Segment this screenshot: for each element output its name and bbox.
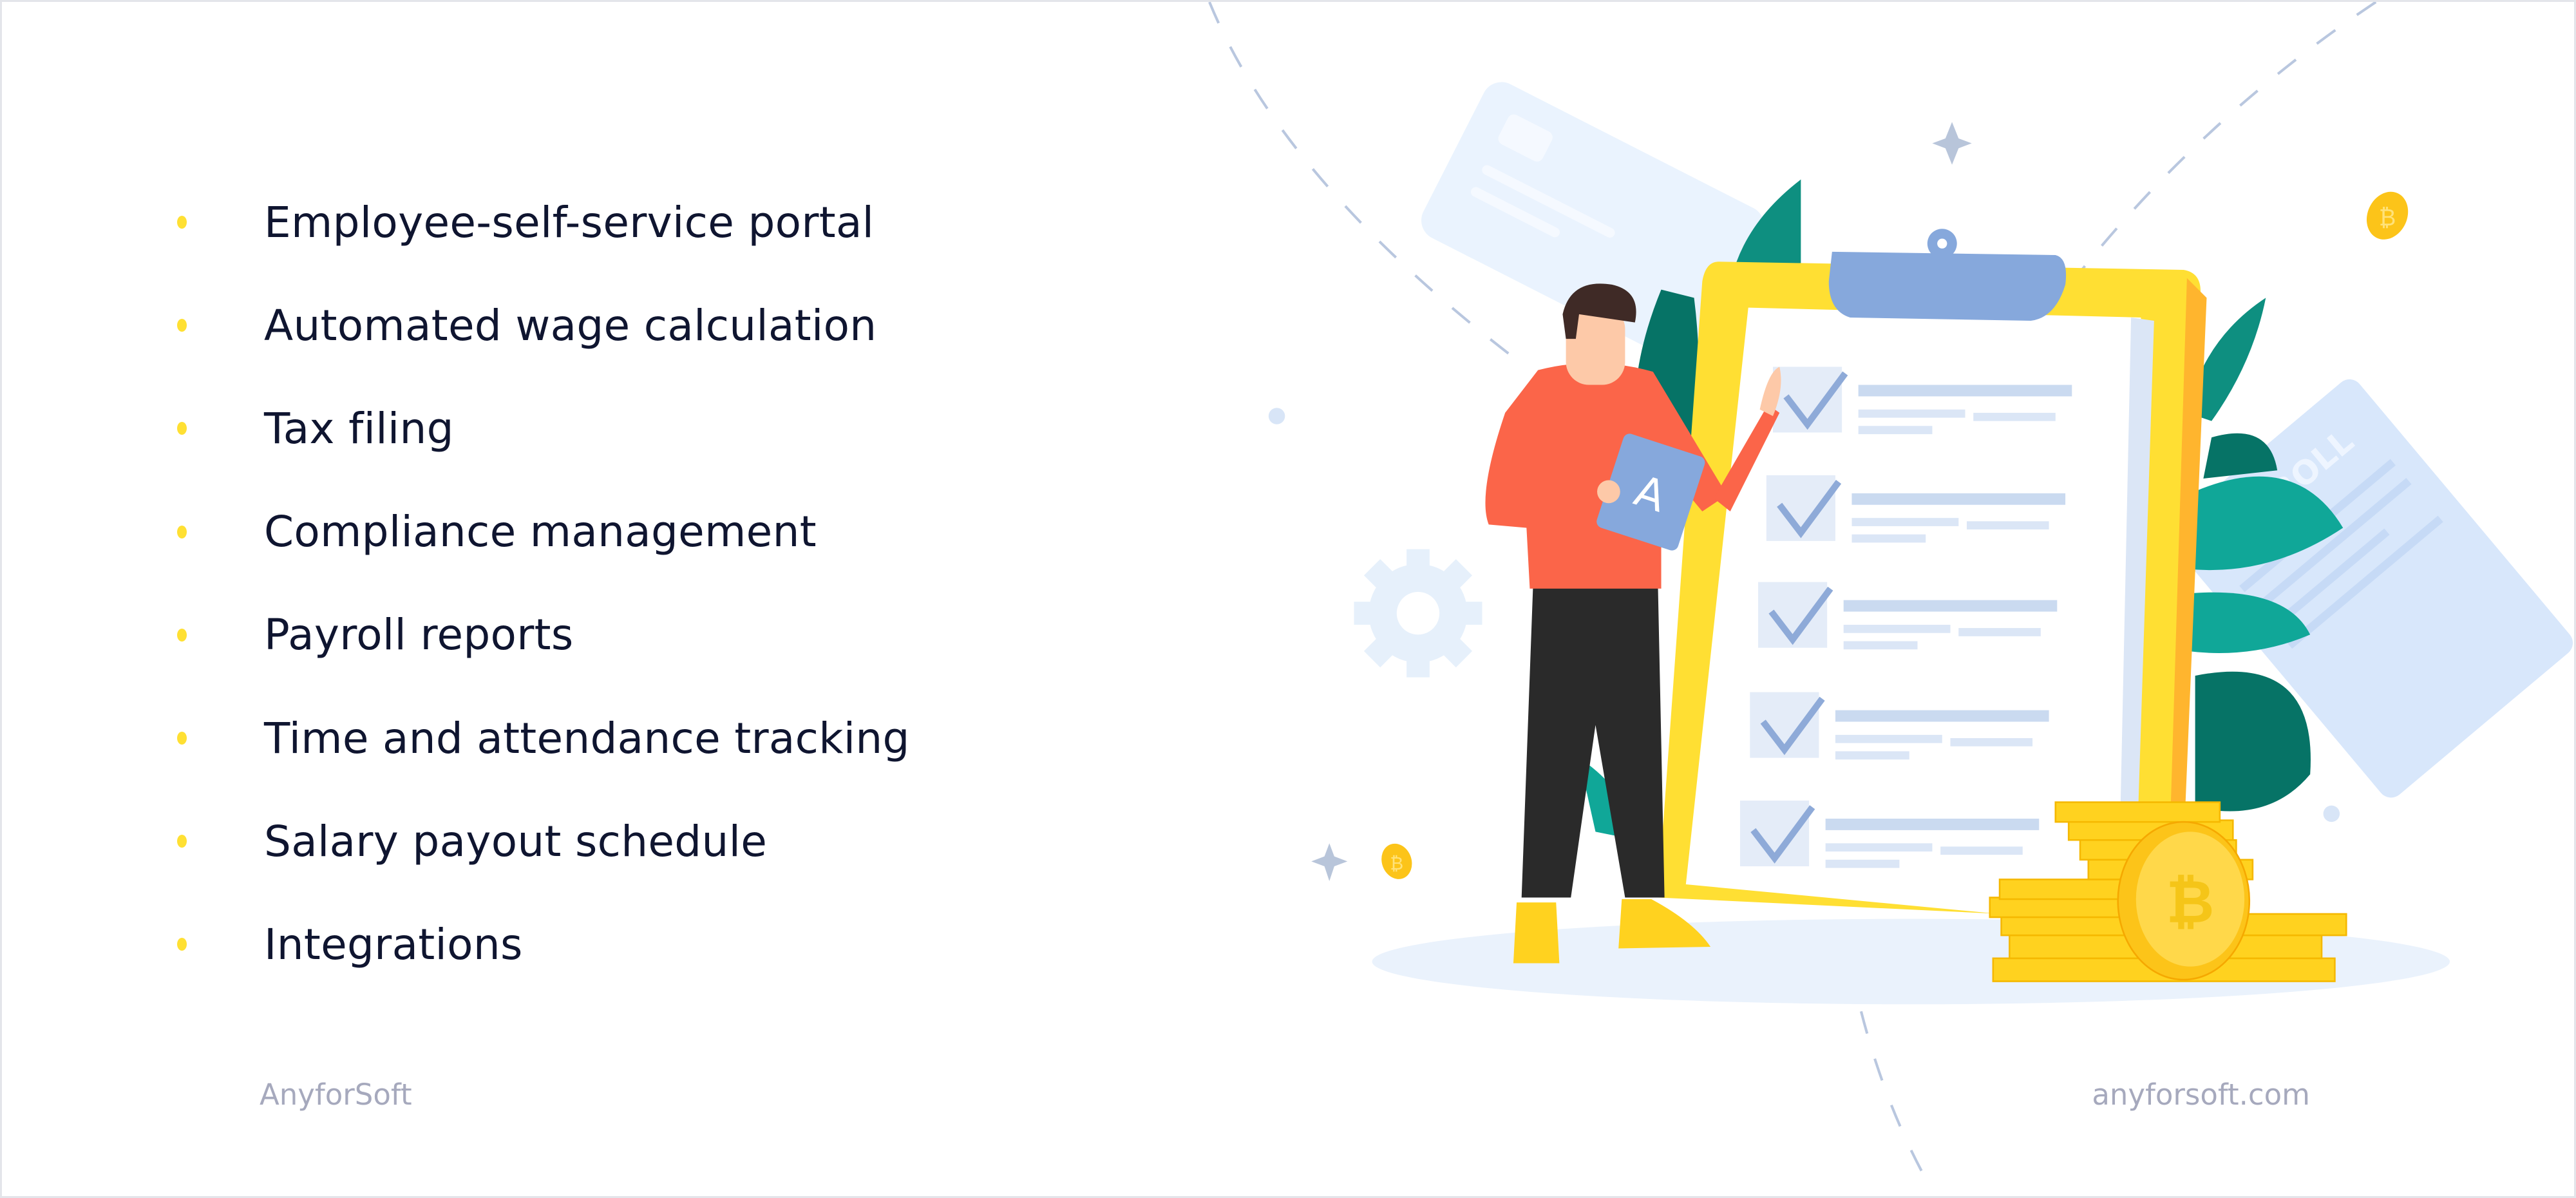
bitcoin-coins-icon: ₿ [1989, 801, 2347, 982]
bullet-icon [177, 732, 187, 745]
star-icon [1311, 843, 1348, 881]
feature-label: Compliance management [264, 507, 817, 557]
svg-text:₿: ₿ [2379, 205, 2396, 231]
bullet-icon [177, 422, 187, 435]
list-item: Tax filing [163, 377, 910, 480]
bullet-icon [177, 216, 187, 229]
small-coin-icon: ₿ [1381, 843, 1412, 879]
footer-brand: AnyforSoft [260, 1078, 412, 1112]
bullet-icon [177, 319, 187, 332]
feature-label: Integrations [264, 919, 523, 969]
dot-decoration [2323, 805, 2340, 822]
list-item: Payroll reports [163, 584, 910, 687]
list-item: Integrations [163, 893, 910, 996]
bullet-icon [177, 835, 187, 848]
bitcoin-symbol: ₿ [2166, 868, 2215, 937]
dot-decoration [1268, 408, 1285, 424]
small-coin-icon: ₿ [2366, 191, 2409, 240]
feature-label: Automated wage calculation [264, 300, 877, 350]
feature-label: Tax filing [264, 403, 454, 453]
footer-url: anyforsoft.com [2092, 1078, 2310, 1112]
list-item: Compliance management [163, 480, 910, 584]
checklist-rows [1739, 366, 2072, 868]
feature-label: Payroll reports [264, 610, 574, 660]
bullet-icon [177, 628, 187, 642]
list-item: Time and attendance tracking [163, 687, 910, 790]
list-item: Automated wage calculation [163, 274, 910, 377]
feature-label: Salary payout schedule [264, 816, 768, 866]
feature-label: Employee-self-service portal [264, 197, 875, 247]
bullet-icon [177, 938, 187, 951]
star-icon [1932, 122, 1972, 165]
gear-icon [1354, 549, 1482, 678]
feature-label: Time and attendance tracking [264, 713, 910, 763]
person-icon: A [1485, 283, 1781, 964]
list-item: Employee-self-service portal [163, 171, 910, 274]
card-icon [1421, 82, 1765, 365]
svg-text:₿: ₿ [1390, 853, 1403, 874]
bullet-icon [177, 525, 187, 538]
list-item: Salary payout schedule [163, 790, 910, 893]
feature-list: Employee-self-service portal Automated w… [163, 171, 910, 996]
